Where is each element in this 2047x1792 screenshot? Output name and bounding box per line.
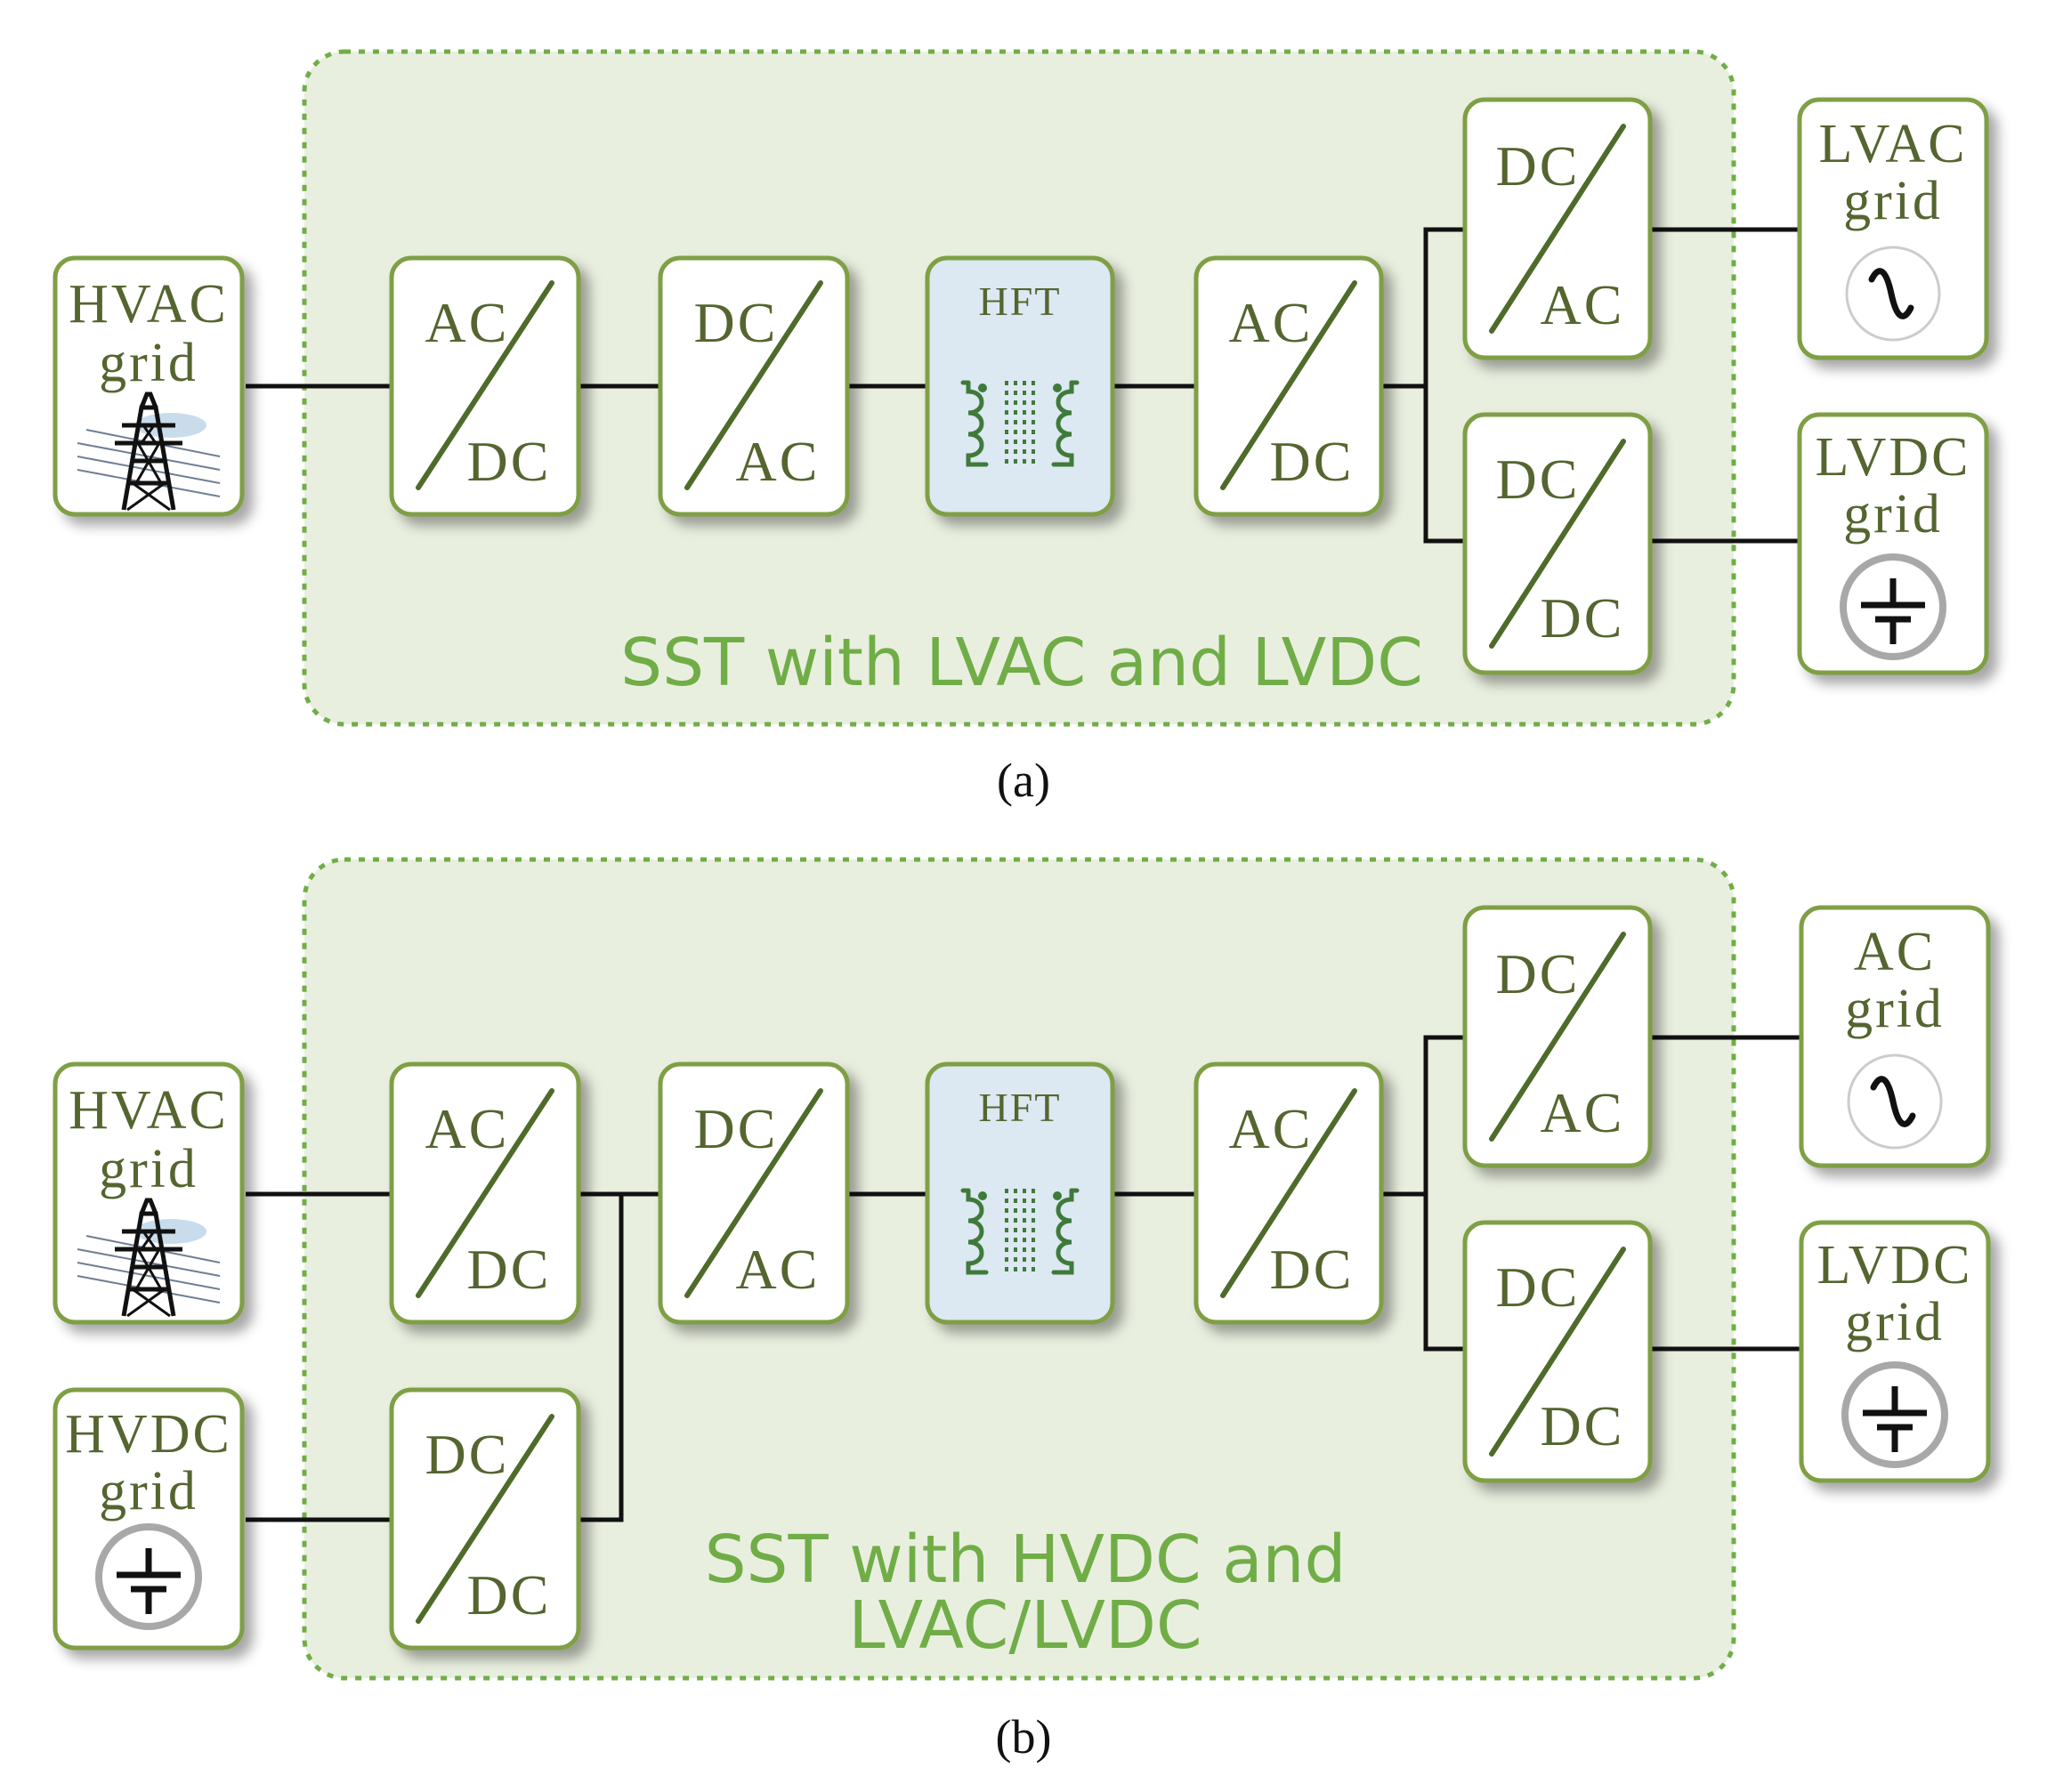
diagram-b: HVAC grid HVDC grid AC DC DC DC	[53, 857, 1991, 1764]
converter-output-label: DC	[467, 1563, 552, 1627]
ac-sine-icon	[1847, 247, 1939, 340]
converter-output-label: DC	[467, 430, 552, 493]
converter-output-label: AC	[736, 430, 821, 493]
hft-transformer-a: HFT	[925, 255, 1115, 517]
hft-label: HFT	[979, 1085, 1062, 1130]
converter-dc-ac-upper-a: DC AC	[1462, 97, 1653, 360]
converter-dc-ac-upper-b: DC AC	[1462, 905, 1653, 1168]
converter-dc-ac-a: DC AC	[658, 255, 850, 517]
sst-region-label-line1: SST with HVDC and	[705, 1522, 1347, 1598]
grid-name: LVAC	[1818, 114, 1967, 174]
converter-input-label: DC	[1496, 134, 1581, 198]
converter-output-label: AC	[1541, 273, 1625, 336]
grid-word: grid	[1843, 171, 1943, 231]
converter-ac-dc-a: AC DC	[389, 255, 581, 517]
converter-input-label: DC	[694, 291, 779, 354]
converter-ac-dc-2-b: AC DC	[1193, 1061, 1384, 1325]
grid-word: grid	[1843, 484, 1943, 545]
grid-name: HVAC	[69, 1080, 229, 1141]
converter-output-label: DC	[1541, 1394, 1625, 1457]
grid-word: grid	[99, 333, 198, 393]
converter-output-label: DC	[1270, 430, 1355, 493]
hvdc-grid-b: HVDC grid	[53, 1387, 245, 1651]
converter-input-label: AC	[1229, 291, 1314, 354]
converter-input-label: DC	[1496, 448, 1581, 511]
converter-dc-dc-lower-a: DC DC	[1462, 412, 1653, 675]
converter-input-label: DC	[1496, 1255, 1581, 1319]
lvac-grid-a: LVAC grid	[1797, 97, 1989, 360]
figure-caption-a: (a)	[997, 754, 1050, 807]
wires-a	[246, 227, 1800, 544]
lvdc-grid-b: LVDC grid	[1799, 1220, 1991, 1483]
hft-transformer-b: HFT	[925, 1061, 1115, 1325]
sst-region-label: SST with LVAC and LVDC	[620, 625, 1423, 701]
grid-word: grid	[1845, 1292, 1945, 1352]
hft-label: HFT	[979, 278, 1062, 324]
converter-input-label: AC	[425, 291, 510, 354]
converter-dc-dc-hvdc-b: DC DC	[389, 1387, 581, 1651]
grid-name: HVDC	[65, 1404, 232, 1465]
figure-caption-b: (b)	[996, 1710, 1052, 1764]
hvac-grid-b: HVAC grid	[53, 1061, 245, 1325]
diagram-a: HVAC grid AC DC DC AC HFT AC	[53, 49, 1989, 807]
grid-name: HVAC	[69, 274, 229, 335]
ac-grid-b: AC grid	[1799, 905, 1991, 1168]
converter-output-label: AC	[736, 1238, 821, 1301]
dc-battery-icon	[1843, 557, 1943, 657]
converter-ac-dc-2-a: AC DC	[1193, 255, 1384, 517]
converter-output-label: DC	[1270, 1238, 1355, 1301]
grid-word: grid	[99, 1139, 198, 1199]
converter-input-label: AC	[1229, 1097, 1314, 1160]
converter-input-label: DC	[425, 1423, 510, 1486]
sst-region-label-line2: LVAC/LVDC	[848, 1587, 1202, 1664]
converter-output-label: AC	[1541, 1081, 1625, 1144]
converter-input-label: AC	[425, 1097, 510, 1160]
converter-dc-ac-b: DC AC	[658, 1061, 850, 1325]
grid-name: LVDC	[1816, 1235, 1972, 1296]
grid-name: AC	[1854, 922, 1936, 982]
converter-output-label: DC	[1541, 586, 1625, 650]
grid-word: grid	[1845, 979, 1945, 1039]
wires-b	[246, 1035, 1800, 1522]
ac-sine-icon	[1849, 1055, 1941, 1148]
converter-ac-dc-b: AC DC	[389, 1061, 581, 1325]
hvac-grid-a: HVAC grid	[53, 255, 245, 517]
converter-input-label: DC	[694, 1097, 779, 1160]
converter-dc-dc-lower-b: DC DC	[1462, 1220, 1653, 1483]
grid-word: grid	[99, 1461, 198, 1522]
dc-battery-icon	[1845, 1365, 1945, 1465]
lvdc-grid-a: LVDC grid	[1797, 412, 1989, 675]
converter-output-label: DC	[467, 1238, 552, 1301]
converter-input-label: DC	[1496, 942, 1581, 1005]
grid-name: LVDC	[1815, 427, 1970, 488]
dc-battery-icon	[99, 1527, 198, 1627]
